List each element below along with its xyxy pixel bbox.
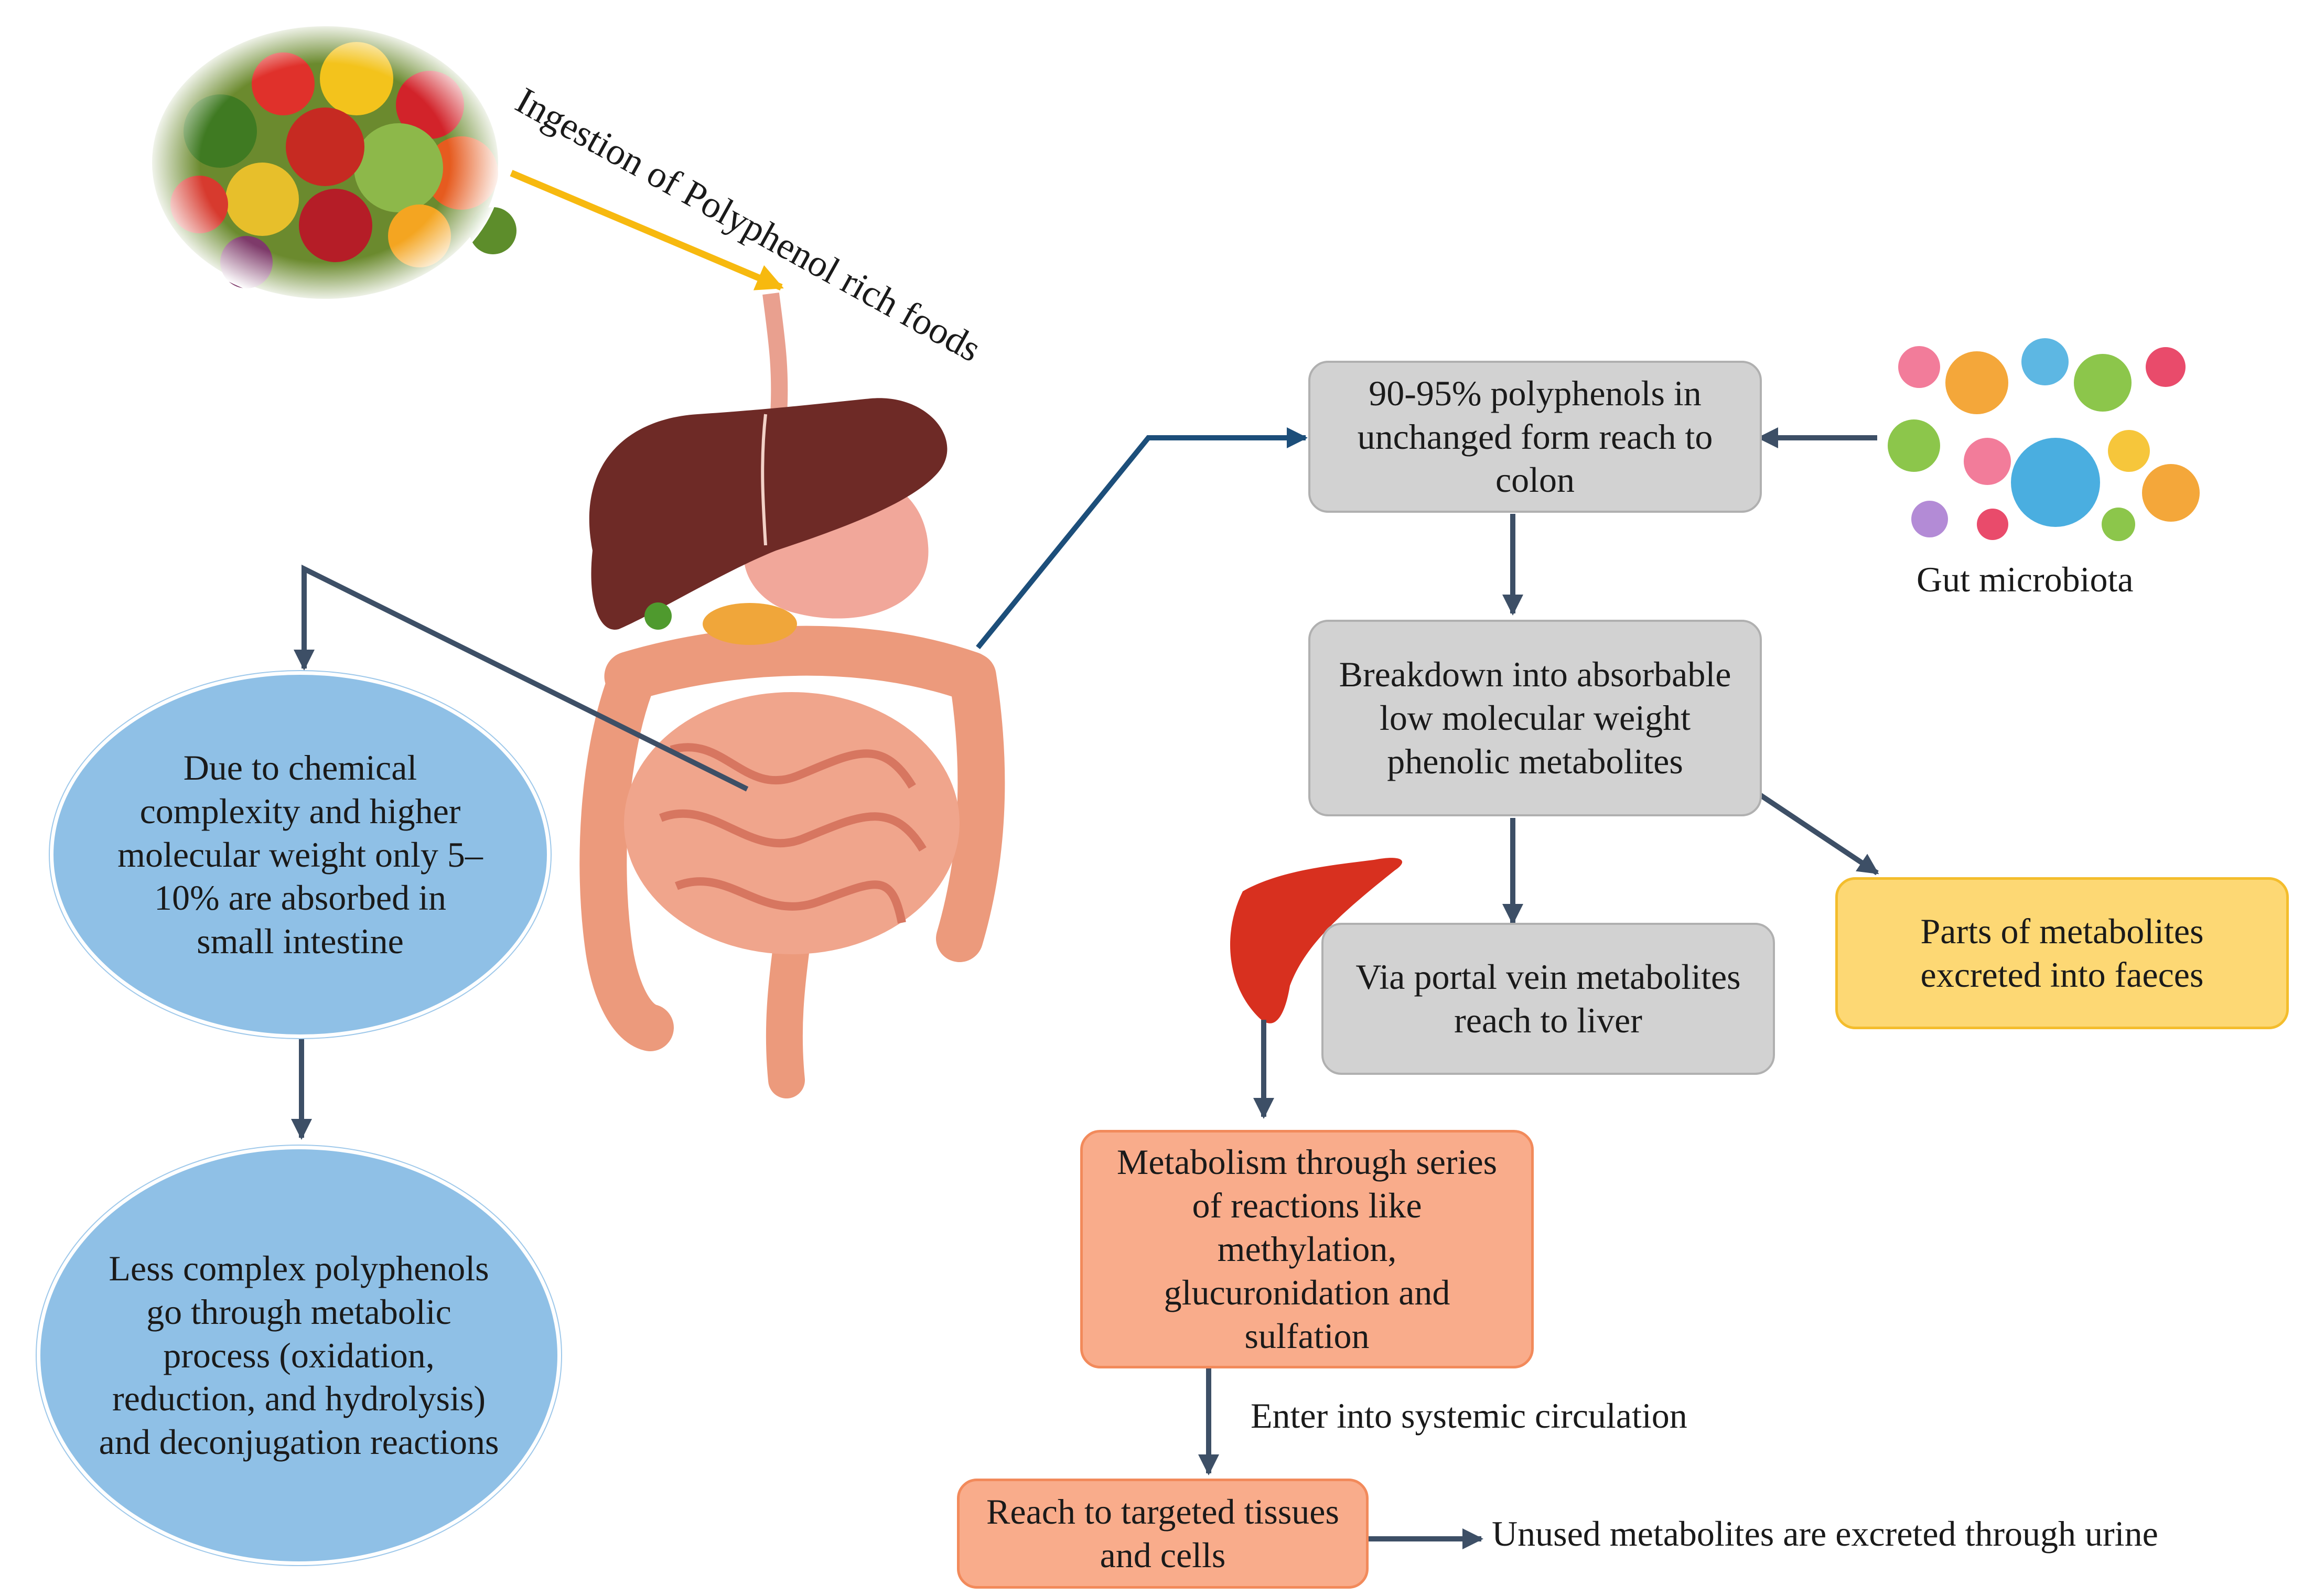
portal-vein-box: Via portal vein metabolites reach to liv…	[1321, 923, 1775, 1075]
metabolism-box: Metabolism through series of reactions l…	[1080, 1130, 1534, 1368]
small-intestine-ellipse: Due to chemical complexity and higher mo…	[50, 671, 551, 1038]
colon-box-text: 90-95% polyphenols in unchanged form rea…	[1357, 373, 1713, 500]
targets-box-text: Reach to targeted tissues and cells	[986, 1492, 1339, 1575]
breakdown-box-text: Breakdown into absorbable low molecular …	[1339, 654, 1731, 781]
arrow-breakdown-to-faeces	[1758, 792, 1879, 876]
liver-illustration	[1230, 858, 1403, 1023]
gut-microbiota-illustration	[1882, 336, 2200, 545]
connectors	[291, 427, 1879, 1549]
faeces-box-text: Parts of metabolites excreted into faece…	[1920, 911, 2204, 995]
targets-box: Reach to targeted tissues and cells	[957, 1479, 1369, 1589]
less-complex-ellipse: Less complex polyphenols go through meta…	[37, 1146, 561, 1565]
food-illustration	[147, 21, 516, 304]
digestive-system-illustration	[579, 293, 1005, 1098]
ingestion-arrow	[510, 170, 784, 290]
systemic-circulation-label: Enter into systemic circulation	[1251, 1396, 1687, 1436]
portal-vein-box-text: Via portal vein metabolites reach to liv…	[1355, 957, 1741, 1040]
gut-microbiota-label: Gut microbiota	[1917, 559, 2134, 599]
less-complex-ellipse-text: Less complex polyphenols go through meta…	[99, 1248, 499, 1462]
breakdown-box: Breakdown into absorbable low molecular …	[1308, 620, 1762, 816]
urine-excretion-label: Unused metabolites are excreted through …	[1492, 1514, 2158, 1554]
metabolism-box-text: Metabolism through series of reactions l…	[1116, 1142, 1498, 1356]
arrow-gi-to-colon	[976, 427, 1308, 650]
small-intestine-ellipse-text: Due to chemical complexity and higher mo…	[117, 747, 483, 962]
faeces-box: Parts of metabolites excreted into faece…	[1835, 877, 2289, 1029]
colon-box: 90-95% polyphenols in unchanged form rea…	[1308, 361, 1762, 513]
arrow-intestine-to-ellipse	[294, 564, 749, 792]
